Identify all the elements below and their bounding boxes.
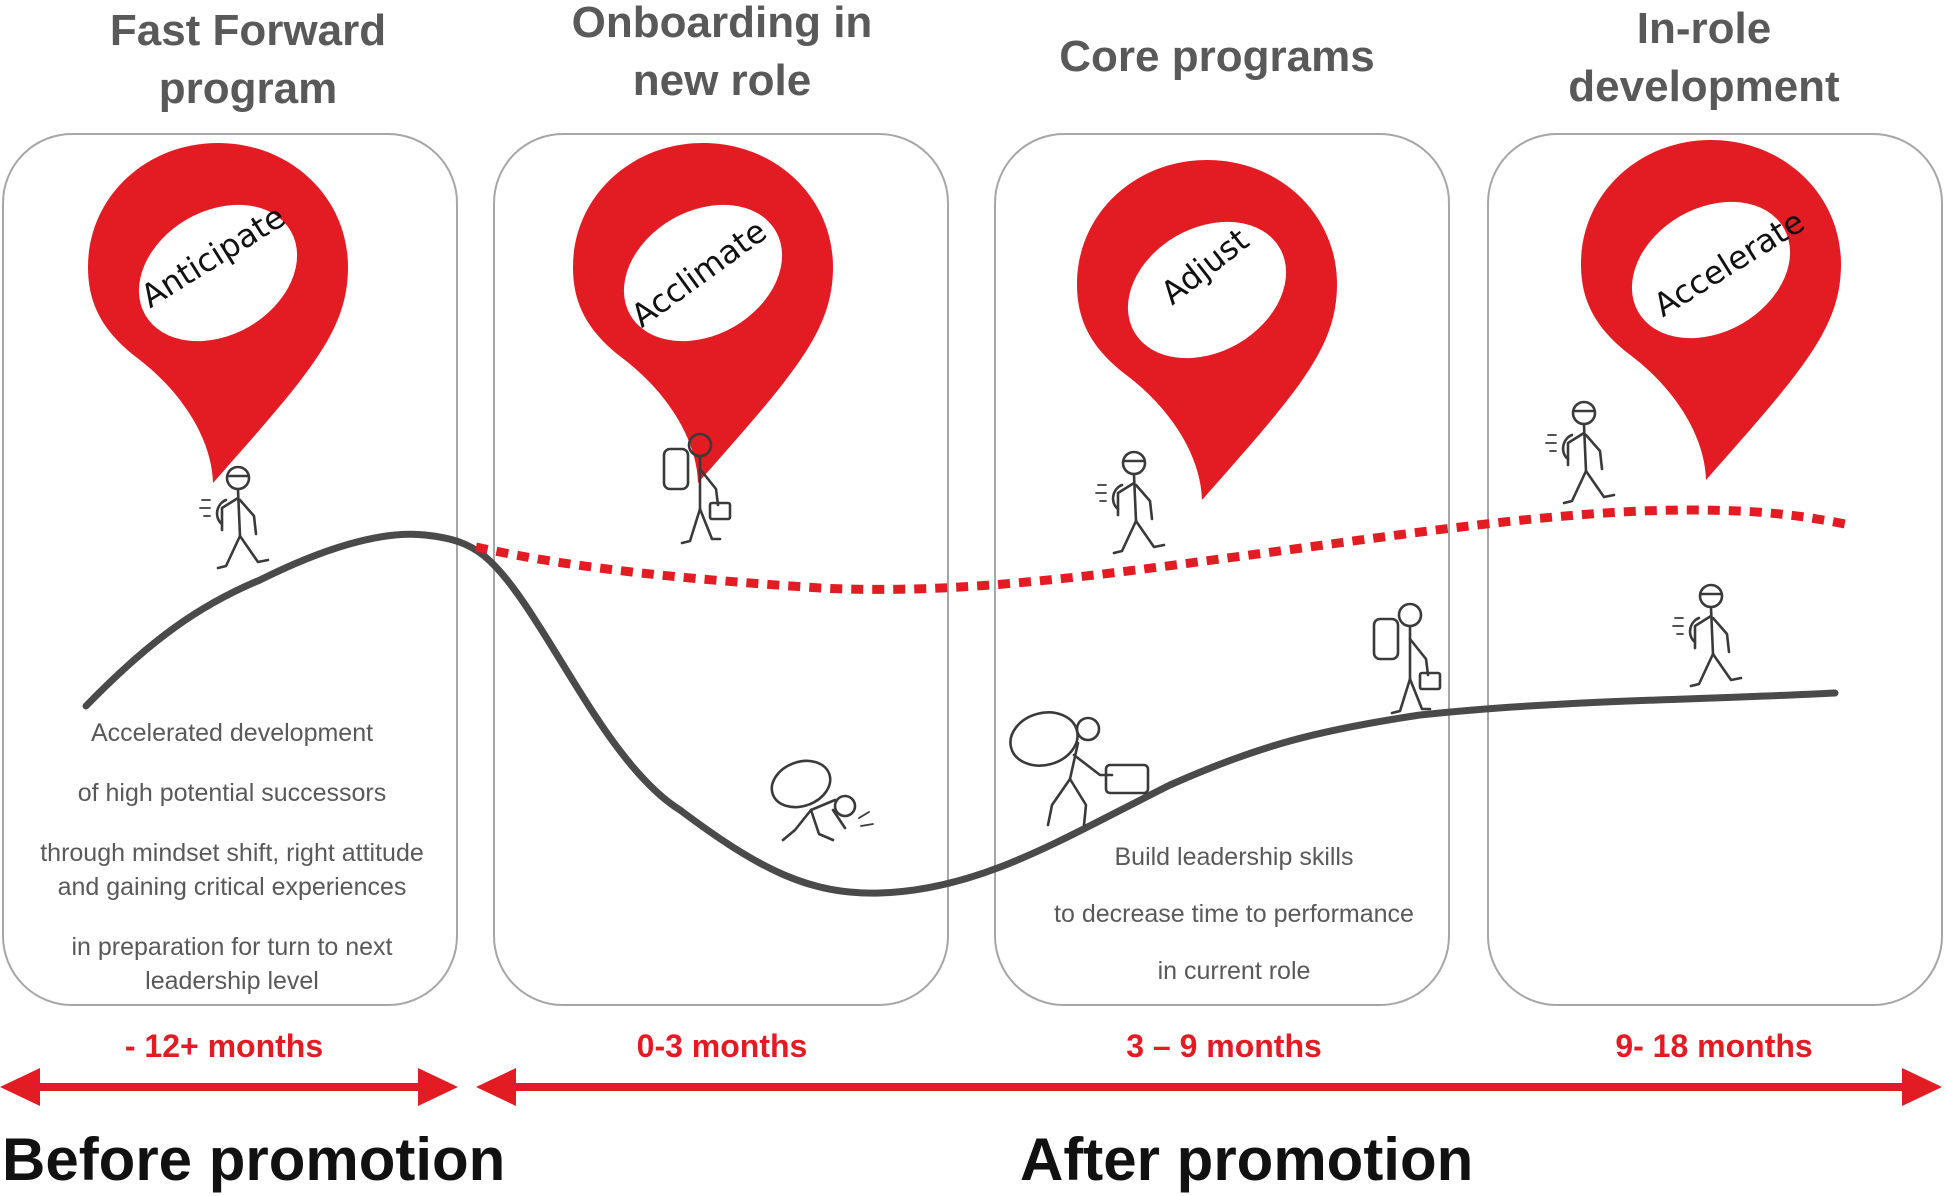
expected-performance-curve: [475, 505, 1851, 594]
duration-label-1: - 12+ months: [124, 1028, 324, 1064]
stage-title-in-role: In-role development: [1568, 4, 1840, 111]
phase-label-after: After promotion: [1020, 1126, 1474, 1193]
stage-description-fast-forward: Accelerated development of high potentia…: [4, 716, 460, 998]
walking-person-icon: [1094, 450, 1166, 555]
duration-label-4: 9- 18 months: [1615, 1028, 1813, 1064]
stage-title-onboarding: Onboarding in new role: [571, 0, 873, 105]
description-line: leadership level: [145, 967, 319, 995]
double-arrow-icon: [476, 1068, 1942, 1106]
stage-title-fast-forward: Fast Forward program: [109, 6, 387, 113]
stage-panel-4: [1487, 133, 1943, 1006]
walking-person-icon: [1544, 400, 1616, 505]
double-arrow-icon: [0, 1068, 458, 1106]
carrier-person-icon: [1372, 602, 1442, 715]
stage-panel-1: [2, 133, 458, 1006]
map-pin-icon: [573, 143, 833, 483]
description-line: in preparation for turn to next: [71, 933, 393, 961]
walking-person-icon: [1671, 583, 1743, 688]
description-line: in current role: [1157, 957, 1311, 985]
actual-performance-curve: [82, 530, 1839, 897]
map-pin-icon: [1077, 160, 1337, 500]
stage-panel-3: [994, 133, 1450, 1006]
description-line: to decrease time to performance: [1054, 900, 1414, 928]
duration-label-3: 3 – 9 months: [1126, 1028, 1322, 1064]
description-line: Build leadership skills: [1114, 843, 1354, 871]
struggling-person-icon: [763, 751, 875, 842]
description-line: of high potential successors: [77, 779, 387, 807]
map-pin-icon: [88, 143, 348, 483]
description-line: Accelerated development: [90, 719, 374, 747]
phase-label-before: Before promotion: [2, 1126, 506, 1193]
description-line: and gaining critical experiences: [57, 873, 407, 901]
description-line: through mindset shift, right attitude: [40, 839, 424, 867]
map-pin-icon: [1581, 140, 1841, 480]
stage-title-core-programs: Core programs: [1059, 32, 1375, 81]
duration-label-2: 0-3 months: [636, 1028, 808, 1064]
stage-description-core-programs: Build leadership skills to decrease time…: [1006, 840, 1462, 988]
walking-person-icon: [198, 465, 270, 570]
